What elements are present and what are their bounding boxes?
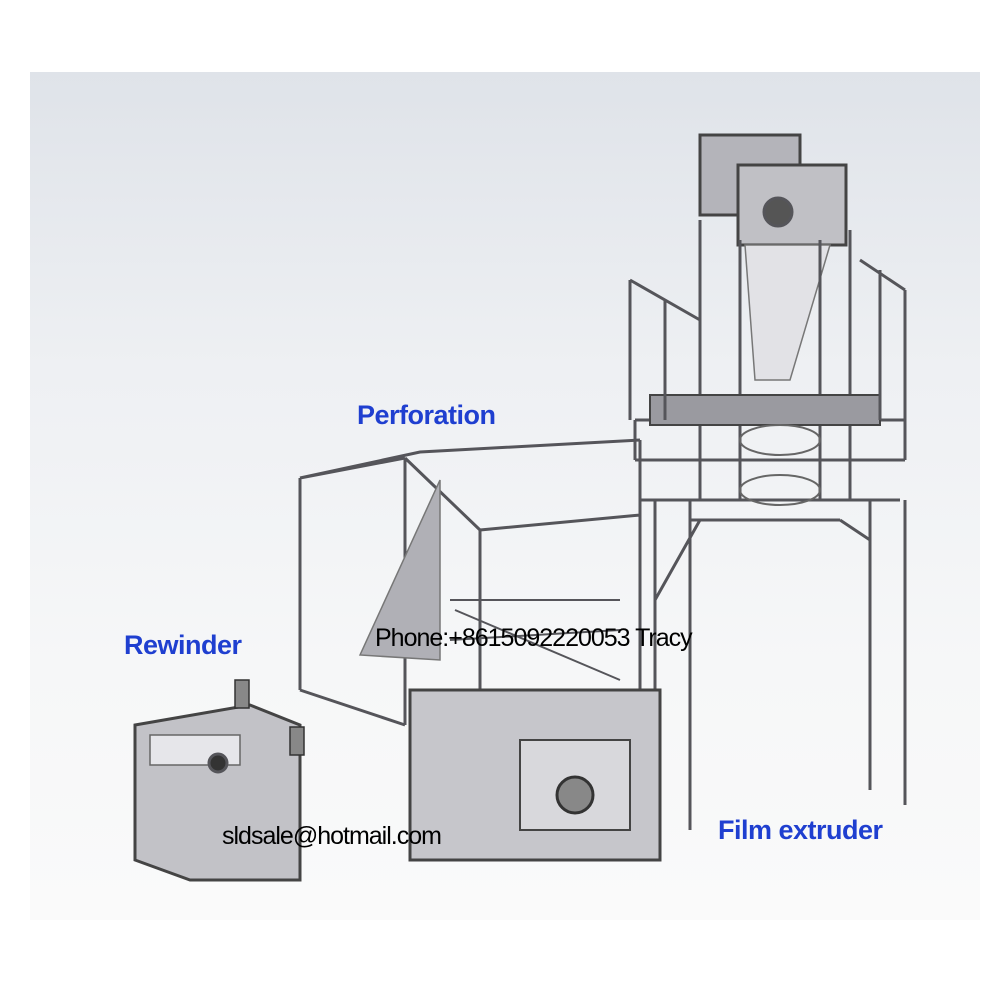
email-watermark: sldsale@hotmail.com (222, 822, 442, 850)
rewinder-label: Rewinder (124, 630, 242, 660)
perforation-drawing (298, 438, 662, 862)
film-extruder-label: Film extruder (718, 815, 883, 845)
perforation-label: Perforation (357, 400, 496, 430)
rewinder-drawing (133, 679, 305, 882)
film-extruder-drawing (628, 133, 907, 830)
phone-watermark: Phone:+8615092220053 Tracy (375, 624, 693, 652)
